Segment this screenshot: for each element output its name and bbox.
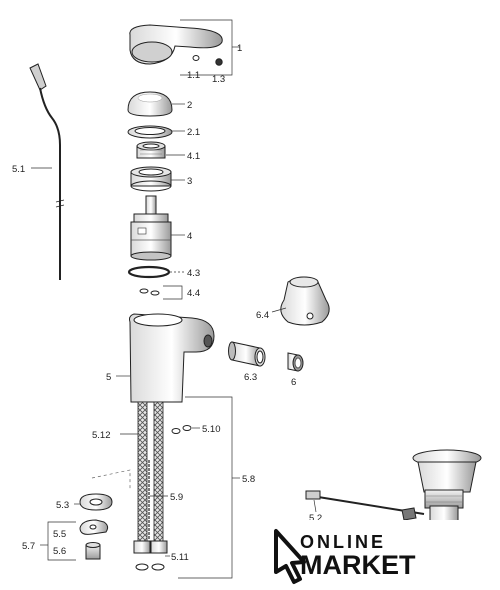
label-5-11: 5.11 bbox=[171, 552, 189, 563]
mixing-cartridge bbox=[130, 195, 172, 261]
label-5: 5 bbox=[106, 372, 111, 383]
label-1-1: 1.1 bbox=[187, 70, 200, 81]
label-6: 6 bbox=[291, 377, 296, 388]
label-4: 4 bbox=[187, 231, 192, 242]
hose-end-washers bbox=[135, 563, 165, 571]
hose-washers bbox=[171, 425, 192, 434]
label-4-3: 4.3 bbox=[187, 268, 200, 279]
cartridge-collar bbox=[130, 166, 172, 192]
logo-line2: MARKET bbox=[300, 550, 416, 580]
threaded-nut bbox=[136, 141, 166, 159]
fixing-bracket bbox=[79, 519, 109, 535]
online-market-logo: ONLINE MARKET bbox=[266, 520, 500, 590]
handle-lever bbox=[129, 24, 223, 65]
label-5-5: 5.5 bbox=[53, 529, 66, 540]
label-5-8: 5.8 bbox=[242, 474, 255, 485]
label-6-3: 6.3 bbox=[244, 372, 257, 383]
label-5-6: 5.6 bbox=[53, 546, 66, 557]
label-1-3: 1.3 bbox=[212, 74, 225, 85]
label-4-4: 4.4 bbox=[187, 288, 200, 299]
label-5-3: 5.3 bbox=[56, 500, 69, 511]
spray-head-cover bbox=[280, 276, 330, 326]
logo-line1: ONLINE bbox=[300, 532, 386, 552]
pop-up-waste-assembly bbox=[305, 449, 482, 527]
label-5-12: 5.12 bbox=[92, 430, 111, 441]
label-2: 2 bbox=[187, 100, 192, 111]
aerator-insert bbox=[287, 352, 304, 372]
retaining-ring bbox=[127, 125, 173, 139]
label-6-4: 6.4 bbox=[256, 310, 269, 321]
handle-screw-cap bbox=[192, 55, 200, 61]
handle-set-screw bbox=[215, 58, 223, 66]
horseshoe-washer bbox=[79, 493, 113, 511]
aerator-housing bbox=[228, 341, 266, 367]
o-ring bbox=[127, 265, 171, 279]
label-3: 3 bbox=[187, 176, 192, 187]
label-5-7: 5.7 bbox=[22, 541, 35, 552]
label-1: 1 bbox=[237, 43, 242, 54]
flexible-supply-hoses bbox=[133, 401, 168, 554]
label-5-9: 5.9 bbox=[170, 492, 183, 503]
label-5-10: 5.10 bbox=[202, 424, 221, 435]
pop-up-pull-rod bbox=[29, 63, 65, 280]
label-5-2: 5.2 bbox=[309, 513, 322, 524]
fixing-nut bbox=[85, 542, 101, 560]
label-4-1: 4.1 bbox=[187, 151, 200, 162]
faucet-body bbox=[129, 313, 215, 403]
dome-cap bbox=[127, 91, 173, 117]
label-5-1: 5.1 bbox=[12, 164, 25, 175]
cartridge-seals bbox=[139, 288, 160, 296]
label-2-1: 2.1 bbox=[187, 127, 200, 138]
